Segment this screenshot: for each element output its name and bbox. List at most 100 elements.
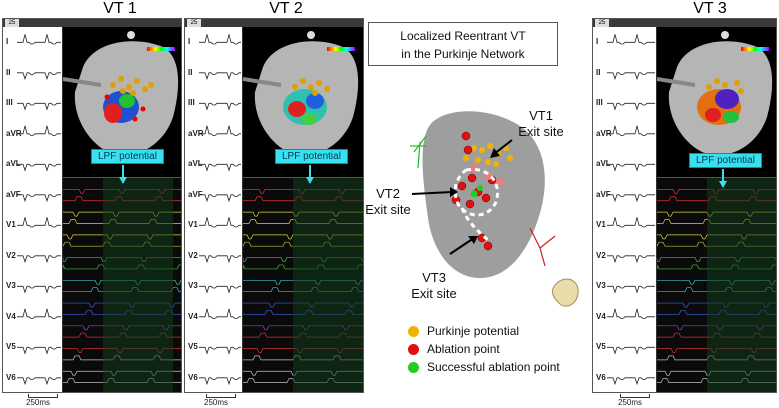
ecg-trace bbox=[607, 72, 655, 81]
lead-label: III bbox=[596, 98, 603, 108]
highlight-band bbox=[103, 178, 173, 392]
channel-selector[interactable]: 25 bbox=[5, 19, 19, 27]
callout-text: Exit site bbox=[365, 202, 411, 217]
ecg-trace bbox=[17, 285, 61, 294]
ecg-trace bbox=[607, 308, 655, 319]
lpf-potential-label: LPF potential bbox=[689, 153, 762, 168]
ecg-trace bbox=[199, 194, 241, 203]
ecg-traces bbox=[17, 34, 61, 386]
center-title-box: Localized Reentrant VT in the Purkinje N… bbox=[368, 22, 558, 66]
lead-label: V2 bbox=[6, 250, 16, 260]
toolbar: 25 bbox=[185, 19, 363, 27]
lead-label: I bbox=[6, 37, 9, 47]
ecg-trace bbox=[199, 72, 241, 81]
success-dot-icon bbox=[408, 361, 419, 373]
purkinje-dot-icon bbox=[408, 325, 419, 337]
callout-text: Exit site bbox=[518, 124, 564, 139]
lpf-arrow bbox=[119, 165, 127, 184]
callout-text: VT1 bbox=[529, 108, 553, 123]
intracardiac-egm-vt1 bbox=[63, 177, 181, 392]
lead-label: aVR bbox=[188, 128, 204, 138]
map-svg bbox=[63, 31, 179, 156]
lead-label: V6 bbox=[188, 372, 198, 382]
legend-label: Successful ablation point bbox=[427, 360, 560, 374]
lpf-potential-label: LPF potential bbox=[91, 149, 164, 164]
ecg-trace bbox=[17, 377, 61, 386]
center-title-line2: in the Purkinje Network bbox=[401, 47, 525, 61]
lead-label: aVL bbox=[6, 159, 21, 169]
legend-label: Purkinje potential bbox=[427, 324, 520, 338]
ecg-trace bbox=[199, 377, 241, 386]
channel-selector[interactable]: 25 bbox=[187, 19, 201, 27]
map-svg bbox=[243, 31, 359, 156]
vt3-exit-callout: VT3 Exit site bbox=[404, 270, 464, 302]
ecg-trace bbox=[199, 125, 241, 136]
ecg-trace bbox=[199, 34, 241, 45]
lead-label: III bbox=[188, 98, 195, 108]
channel-selector[interactable]: 25 bbox=[595, 19, 609, 27]
lead-label: V1 bbox=[188, 220, 198, 230]
ecg-trace bbox=[17, 346, 61, 355]
toolbar: 25 bbox=[3, 19, 181, 27]
electroanatomic-map-vt3 bbox=[657, 27, 776, 175]
legend-item-successful: Successful ablation point bbox=[408, 358, 560, 376]
electroanatomic-map-vt1 bbox=[63, 27, 181, 175]
lead-label: V6 bbox=[6, 372, 16, 382]
ecg-trace bbox=[607, 194, 655, 203]
ecg-trace bbox=[17, 255, 61, 264]
ecg-trace bbox=[199, 163, 241, 172]
vt3-title: VT 3 bbox=[693, 0, 727, 17]
intracardiac-egm-vt3 bbox=[657, 177, 776, 392]
ecg-trace bbox=[17, 308, 61, 319]
lead-label: aVF bbox=[6, 189, 21, 199]
ecg-trace bbox=[17, 217, 61, 228]
lead-label: V6 bbox=[596, 372, 606, 382]
lpf-potential-label: LPF potential bbox=[275, 149, 348, 164]
ecg-trace bbox=[17, 34, 61, 45]
lead-label: V1 bbox=[6, 220, 16, 230]
map-svg bbox=[657, 31, 773, 156]
center-title-line1: Localized Reentrant VT bbox=[400, 29, 526, 43]
ecg-trace bbox=[17, 72, 61, 81]
highlight-band bbox=[293, 178, 363, 392]
lead-label: III bbox=[6, 98, 13, 108]
ecg-trace bbox=[199, 255, 241, 264]
toolbar: 25 bbox=[593, 19, 776, 27]
callout-text: VT3 bbox=[422, 270, 446, 285]
ecg-trace bbox=[17, 102, 61, 111]
ecg-trace bbox=[17, 194, 61, 203]
ecg-trace bbox=[607, 285, 655, 294]
ecg-trace bbox=[607, 163, 655, 172]
ecg-trace bbox=[607, 125, 655, 136]
lead-label: aVL bbox=[188, 159, 203, 169]
lead-label: II bbox=[596, 67, 601, 77]
center-heart-map bbox=[410, 111, 579, 307]
lead-label: aVR bbox=[6, 128, 22, 138]
ablation-dot-icon bbox=[408, 343, 419, 355]
ecg-trace bbox=[607, 34, 655, 45]
highlight-band bbox=[707, 178, 776, 392]
callout-text: Exit site bbox=[411, 286, 457, 301]
ecg-trace bbox=[17, 125, 61, 136]
vt2-title: VT 2 bbox=[269, 0, 303, 17]
ecg-trace bbox=[17, 163, 61, 172]
ecg-trace bbox=[199, 285, 241, 294]
lead-label: V3 bbox=[596, 281, 606, 291]
lead-label: V5 bbox=[596, 342, 606, 352]
lead-label: V5 bbox=[188, 342, 198, 352]
ecg-traces bbox=[607, 34, 655, 386]
lpf-arrow bbox=[719, 169, 727, 188]
intracardiac-egm-vt2 bbox=[243, 177, 363, 392]
lead-label: aVF bbox=[596, 189, 611, 199]
lead-label: V3 bbox=[188, 281, 198, 291]
lead-label: V3 bbox=[6, 281, 16, 291]
lead-label: V4 bbox=[188, 311, 198, 321]
legend-item-ablation: Ablation point bbox=[408, 340, 560, 358]
legend-label: Ablation point bbox=[427, 342, 500, 356]
lead-label: V4 bbox=[596, 311, 606, 321]
